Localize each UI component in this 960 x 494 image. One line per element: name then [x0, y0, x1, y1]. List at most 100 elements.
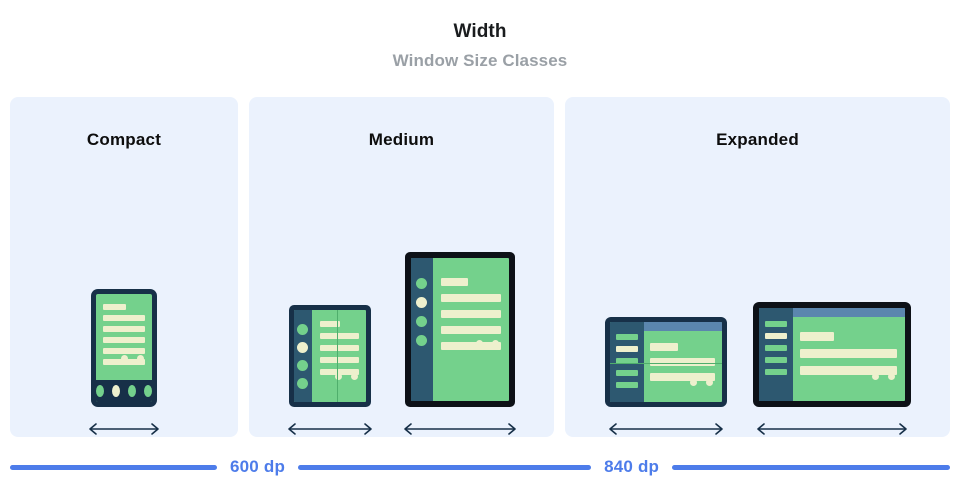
- rail-item[interactable]: [764, 321, 787, 327]
- rail-item-selected[interactable]: [764, 333, 787, 339]
- rail-item-selected[interactable]: [416, 297, 427, 308]
- rail-item[interactable]: [416, 278, 427, 289]
- width-arrow-folded-foldable: [285, 421, 375, 437]
- content-dots: [121, 355, 144, 362]
- device-unfolded-foldable: [604, 317, 727, 407]
- content-line: [319, 321, 340, 327]
- content-dot: [887, 373, 895, 380]
- content-line: [649, 358, 715, 366]
- double-arrow-icon: [756, 423, 907, 435]
- content-dots: [871, 373, 895, 380]
- rail-item[interactable]: [764, 357, 787, 363]
- device-column-tablet-portrait: [401, 252, 519, 437]
- fold-line: [336, 310, 338, 402]
- ruler-segment-expanded: [672, 464, 950, 470]
- content-line: [649, 373, 715, 381]
- double-arrow-icon: [287, 423, 372, 435]
- device-phone: [91, 289, 157, 407]
- rail-item[interactable]: [297, 377, 308, 389]
- breakpoint-label-840dp: 840 dp: [604, 457, 660, 476]
- panel-expanded[interactable]: Expanded: [565, 97, 950, 437]
- content-line: [440, 294, 501, 302]
- phone-screen: [96, 294, 152, 402]
- size-class-panels: Compact: [10, 97, 950, 437]
- content-dot: [871, 373, 879, 380]
- page-title: Width: [453, 21, 507, 42]
- rail-item-selected[interactable]: [615, 346, 638, 352]
- navigation-rail: [609, 322, 644, 402]
- content-dot: [121, 355, 128, 362]
- nav-item[interactable]: [128, 385, 136, 397]
- rail-item[interactable]: [615, 334, 638, 340]
- content-dot: [137, 355, 144, 362]
- content-line: [440, 342, 501, 350]
- phone-bottom-nav: [96, 380, 152, 402]
- content-line: [319, 345, 359, 351]
- unfolded-foldable-screen: [609, 322, 722, 402]
- content-line: [649, 343, 679, 351]
- content-line: [103, 304, 127, 310]
- device-column-tablet-landscape: [752, 302, 911, 437]
- rail-item[interactable]: [416, 316, 427, 327]
- content-dot: [334, 373, 342, 380]
- content-line: [440, 326, 501, 334]
- panel-title-expanded: Expanded: [716, 130, 799, 149]
- width-arrow-phone: [86, 421, 162, 437]
- navigation-rail: [410, 258, 433, 401]
- content-line: [319, 333, 359, 339]
- panel-compact[interactable]: Compact: [10, 97, 238, 437]
- rail-item[interactable]: [764, 345, 787, 351]
- content-line: [103, 359, 145, 365]
- fold-line: [609, 363, 722, 364]
- chart-header: Width Window Size Classes: [0, 20, 960, 72]
- panel-title-medium: Medium: [368, 130, 435, 149]
- content-dots: [334, 373, 358, 380]
- rail-item[interactable]: [615, 382, 638, 388]
- content-line: [319, 369, 359, 375]
- content-dot: [705, 379, 713, 386]
- device-group-compact: [10, 159, 238, 437]
- content-line: [103, 326, 145, 332]
- ruler-segment-compact: [10, 464, 217, 470]
- panel-title-compact: Compact: [86, 130, 162, 149]
- rail-item[interactable]: [297, 359, 308, 371]
- device-column-phone: [86, 289, 162, 437]
- breakpoint-ruler: 600 dp 840 dp: [10, 456, 950, 478]
- device-column-unfolded-foldable: [604, 317, 727, 437]
- content-dot: [350, 373, 358, 380]
- device-folded-foldable: [288, 305, 371, 407]
- foldable-screen: [293, 310, 366, 402]
- double-arrow-icon: [89, 423, 159, 435]
- width-arrow-tablet-portrait: [401, 421, 519, 437]
- device-group-expanded: [565, 159, 950, 437]
- content-dots: [475, 340, 499, 347]
- device-column-folded-foldable: [285, 305, 375, 437]
- width-arrow-tablet-landscape: [754, 421, 910, 437]
- content-dot: [475, 340, 483, 347]
- rail-item[interactable]: [615, 358, 638, 364]
- rail-item-selected[interactable]: [297, 341, 308, 353]
- content-line: [799, 332, 835, 341]
- rail-item[interactable]: [416, 335, 427, 346]
- double-arrow-icon: [608, 423, 723, 435]
- width-arrow-unfolded-foldable: [606, 421, 726, 437]
- app-top-bar: [643, 322, 722, 331]
- double-arrow-icon: [403, 423, 516, 435]
- content-dot: [491, 340, 499, 347]
- content-dots: [689, 379, 713, 386]
- rail-item[interactable]: [297, 323, 308, 335]
- content-line: [799, 349, 897, 358]
- tablet-landscape-screen: [758, 308, 905, 401]
- nav-item-selected[interactable]: [112, 385, 120, 397]
- page-subtitle: Window Size Classes: [392, 51, 568, 70]
- nav-item[interactable]: [144, 385, 152, 397]
- rail-item[interactable]: [615, 370, 638, 376]
- navigation-rail: [293, 310, 312, 402]
- panel-medium[interactable]: Medium: [249, 97, 554, 437]
- rail-item[interactable]: [764, 369, 787, 375]
- content-line: [103, 337, 145, 343]
- content-line: [319, 357, 359, 363]
- content-line: [799, 366, 897, 375]
- nav-item[interactable]: [96, 385, 104, 397]
- content-line: [440, 278, 468, 286]
